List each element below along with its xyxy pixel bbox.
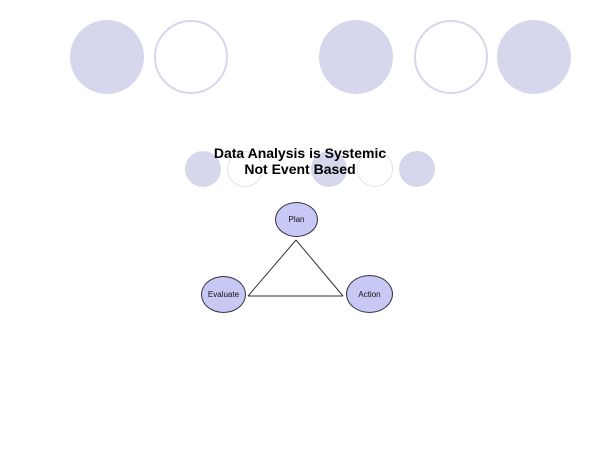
node-action: Action [346, 275, 393, 313]
edge-plan-action [295, 239, 344, 297]
node-evaluate-label: Evaluate [207, 290, 240, 299]
node-plan-label: Plan [288, 215, 305, 224]
slide-title-line-1: Data Analysis is Systemic [213, 145, 387, 161]
decorative-circle-filled-2 [319, 20, 393, 94]
decorative-circle-outline-1 [154, 20, 228, 94]
slide-title-line-2: Not Event Based [244, 161, 356, 177]
decorative-circle-filled-3 [497, 20, 571, 94]
decorative-small-circle-filled-2 [311, 151, 347, 187]
edge-evaluate-plan [247, 239, 297, 297]
decorative-small-circle-filled-3 [399, 151, 435, 187]
decorative-small-circle-outline-2 [357, 151, 393, 187]
decorative-small-circle-filled-1 [185, 151, 221, 187]
decorative-circle-filled-1 [70, 20, 144, 94]
node-action-label: Action [358, 289, 381, 299]
node-plan: Plan [275, 202, 318, 237]
decorative-small-circle-outline-1 [227, 151, 263, 187]
decorative-circle-outline-2 [414, 20, 488, 94]
node-evaluate: Evaluate [201, 276, 246, 313]
